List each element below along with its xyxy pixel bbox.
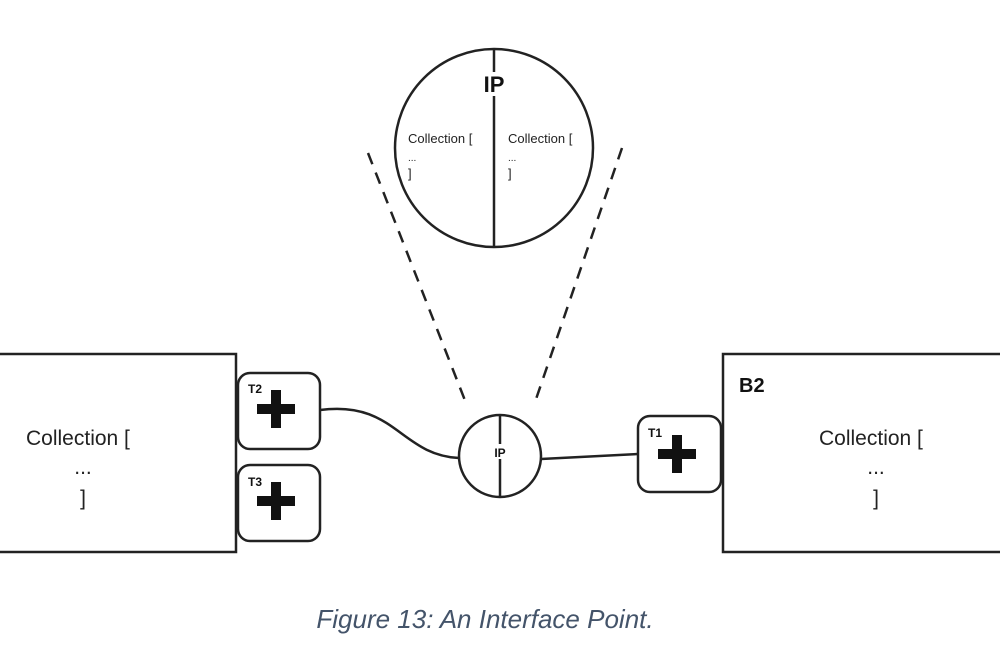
- zoom-left-collection-close: ]: [408, 166, 412, 181]
- zoom-guide-right: [532, 147, 624, 406]
- left-collection-close: ]: [80, 487, 86, 510]
- connector-ip-to-t1: [540, 452, 639, 461]
- zoom-left-collection-open: Collection [: [408, 131, 473, 146]
- right-block-b2: B2 Collection [ ... ]: [721, 352, 1000, 554]
- right-block-label: B2: [739, 375, 765, 397]
- zoomed-interface-point: IP Collection [ ... ] Collection [ ... ]: [393, 47, 595, 249]
- terminal-t3-label: T3: [248, 475, 262, 489]
- zoom-right-collection-dots: ...: [508, 153, 516, 164]
- zoom-guide-left: [366, 152, 468, 404]
- figure-caption: Figure 13: An Interface Point.: [316, 604, 654, 634]
- left-block-box: [0, 352, 238, 554]
- right-collection-open: Collection [: [819, 427, 923, 450]
- terminal-t1: T1: [636, 414, 723, 494]
- left-block: Collection [ ... ]: [0, 352, 238, 554]
- terminal-t2-plus-h: [257, 404, 295, 414]
- terminal-t2-label: T2: [248, 382, 262, 396]
- right-collection-close: ]: [873, 487, 879, 510]
- terminal-t3: T3: [236, 463, 322, 543]
- terminal-t3-plus-h: [257, 496, 295, 506]
- right-block-box: [721, 352, 1000, 554]
- connector-t2-to-ip: [319, 407, 460, 460]
- terminal-t2: T2: [236, 371, 322, 451]
- zoom-ip-label: IP: [484, 72, 505, 97]
- zoom-left-collection-dots: ...: [408, 153, 416, 164]
- right-collection-dots: ...: [867, 456, 885, 479]
- interface-point: IP: [457, 413, 543, 499]
- ip-label: IP: [494, 446, 505, 460]
- zoom-right-collection-open: Collection [: [508, 131, 573, 146]
- left-collection-open: Collection [: [26, 427, 130, 450]
- terminal-t1-label: T1: [648, 426, 662, 440]
- zoom-right-collection-close: ]: [508, 166, 512, 181]
- terminal-t1-plus-h: [658, 449, 696, 459]
- left-collection-dots: ...: [74, 456, 92, 479]
